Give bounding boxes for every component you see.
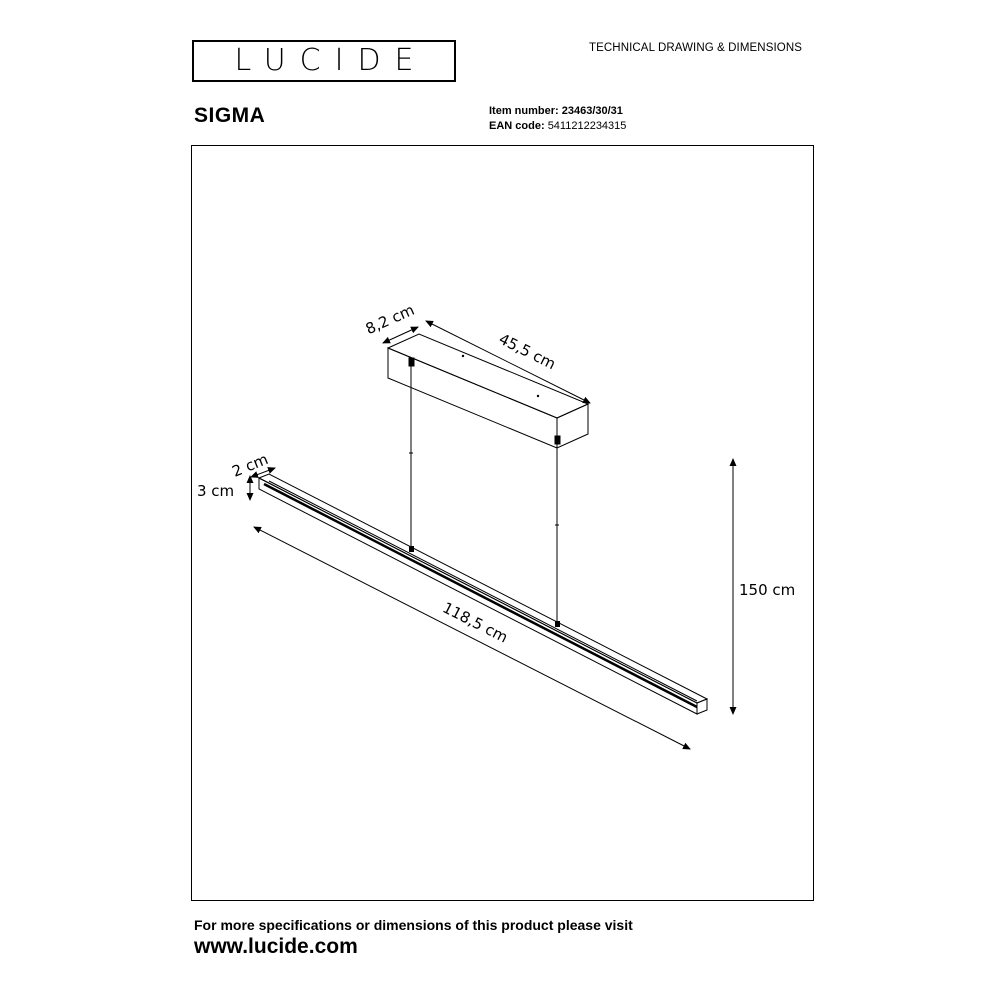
bar-width-arrow (250, 467, 276, 478)
product-meta: Item number: 23463/30/31 EAN code: 54112… (489, 104, 626, 134)
bar-length-arrow (253, 526, 691, 750)
bar-end (696, 698, 708, 715)
ean-value: 5411212234315 (547, 120, 627, 132)
ean-row: EAN code: 5411212234315 (489, 119, 626, 134)
light-bar (257, 473, 709, 715)
canopy-length-label: 45,5 cm (496, 330, 559, 373)
canopy-width-label: 8,2 cm (363, 301, 417, 338)
dimension-lines (246, 320, 737, 750)
item-number-label: Item number: (489, 105, 559, 117)
canopy-side (556, 403, 589, 449)
drawing-frame (191, 145, 814, 901)
logo-text: LUCIDE (234, 43, 428, 78)
suspension-cables (408, 357, 561, 624)
document-type: TECHNICAL DRAWING & DIMENSIONS (589, 42, 802, 54)
item-number-value: 23463/30/31 (561, 105, 623, 117)
cable-grip-right (554, 435, 561, 445)
website-link[interactable]: www.lucide.com (194, 935, 358, 958)
bar-front (258, 477, 698, 715)
canopy-top (386, 333, 590, 419)
canopy (386, 333, 590, 449)
product-name: SIGMA (194, 104, 266, 127)
lucide-logo: LUCIDE (192, 40, 456, 82)
footer-note: For more specifications or dimensions of… (194, 917, 633, 933)
ean-label: EAN code: (489, 120, 545, 132)
canopy-length-arrow (425, 320, 591, 404)
canopy-width-arrow (382, 326, 419, 344)
item-number-row: Item number: 23463/30/31 (489, 104, 626, 119)
cable-grip-left (408, 357, 415, 367)
total-height-label: 150 cm (739, 581, 795, 599)
bar-height-label: 3 cm (197, 482, 234, 500)
bar-top (257, 473, 709, 704)
